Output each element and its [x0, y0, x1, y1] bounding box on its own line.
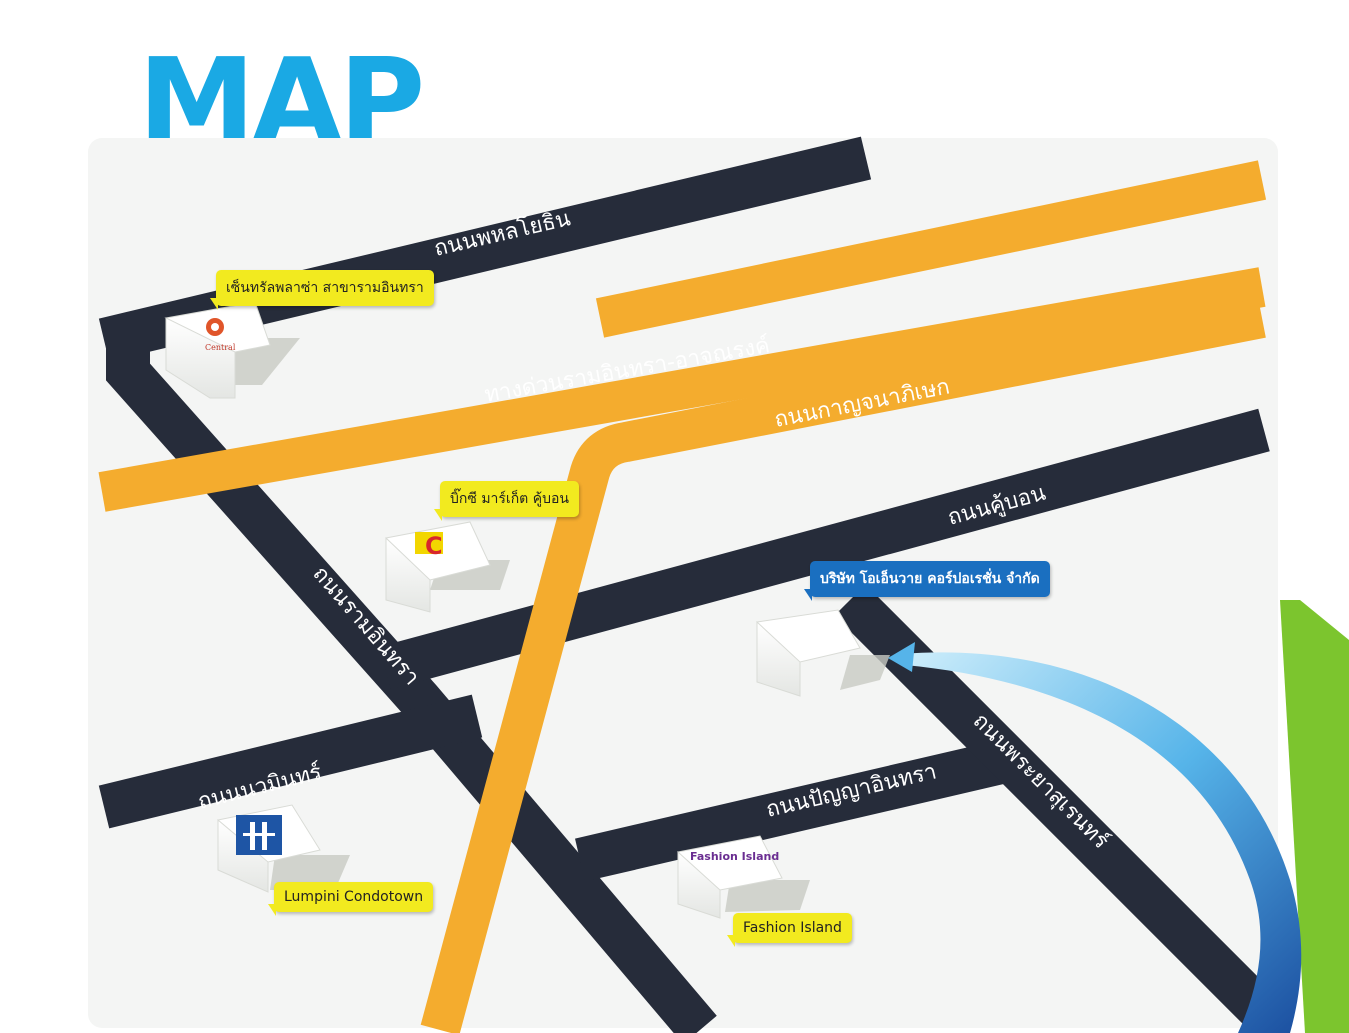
road-expressway: [98, 267, 1266, 512]
central-logo-icon: Central: [205, 318, 236, 352]
callout-central-label: เซ็นทรัลพลาซ่า สาขารามอินทรา: [226, 280, 424, 296]
callout-bigc[interactable]: บิ๊กซี มาร์เก็ต คู้บอน: [440, 481, 579, 517]
arrow-head-icon: [888, 642, 915, 672]
road-kanchanaphisek: [420, 298, 1266, 1033]
svg-text:C: C: [425, 532, 443, 560]
green-accent-shape: [1280, 600, 1349, 1033]
bigc-logo-icon: C: [415, 532, 443, 560]
callout-bigc-label: บิ๊กซี มาร์เก็ต คู้บอน: [450, 491, 569, 507]
callout-fashion[interactable]: Fashion Island: [733, 913, 852, 943]
building-bigc: C: [384, 521, 510, 613]
building-company: [755, 609, 890, 697]
direction-arrow: [888, 642, 1302, 1033]
callout-fashion-label: Fashion Island: [743, 920, 842, 936]
callout-lumpini-label: Lumpini Condotown: [284, 889, 424, 905]
roads-orange: [98, 160, 1267, 1033]
building-fashion: Fashion Island: [676, 835, 810, 919]
svg-text:Central: Central: [205, 343, 236, 352]
svg-text:Fashion Island: Fashion Island: [690, 850, 779, 863]
callout-central[interactable]: เซ็นทรัลพลาซ่า สาขารามอินทรา: [216, 270, 434, 306]
road-ramintra: [106, 318, 717, 1033]
callout-company-label: บริษัท โอเอ็นวาย คอร์ปอเรชั่น จำกัด: [820, 571, 1040, 587]
road-phraya-suren: [834, 584, 1276, 1026]
callout-company[interactable]: บริษัท โอเอ็นวาย คอร์ปอเรชั่น จำกัด: [810, 561, 1050, 597]
building-central: Central: [164, 301, 300, 399]
road-expressway-upper: [595, 160, 1267, 338]
callout-lumpini[interactable]: Lumpini Condotown: [274, 882, 434, 912]
road-nawamin: [98, 694, 483, 829]
fashion-logo-icon: Fashion Island: [690, 850, 779, 863]
lumpini-logo-icon: [236, 815, 282, 855]
road-panya-indra: [575, 738, 1015, 882]
